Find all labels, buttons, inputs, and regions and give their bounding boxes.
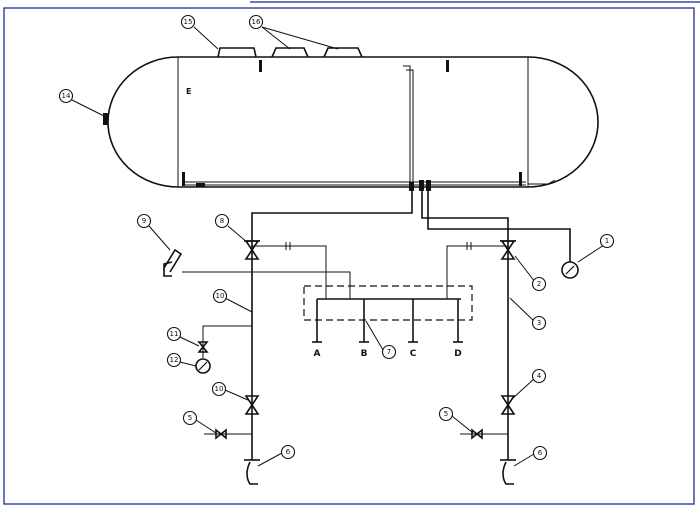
right-support [519,172,522,186]
callouts: 15 16 14 9 8 1 2 10 3 7 11 12 10 4 5 5 6… [58,14,615,461]
relief-nozzle-1 [271,47,309,58]
left-bypass [252,245,327,299]
internal-dip-pipe-2 [406,69,414,182]
outlet-flange-3 [426,180,431,191]
relief-nozzle-2 [323,47,363,58]
callout-3: 3 [531,315,547,331]
valve-11[interactable] [197,341,209,353]
port-b-label: B [361,349,368,359]
callout-5-left: 5 [182,410,198,426]
outlet-flange-1 [409,182,414,191]
diagram-border [3,7,695,505]
left-bypass-union [285,242,291,250]
svg-text:10: 10 [216,292,225,300]
svg-text:3: 3 [537,319,541,327]
callout-10-upper: 10 [212,288,228,304]
svg-text:7: 7 [387,348,391,356]
port-c-label: C [410,349,417,359]
svg-text:5: 5 [188,414,192,422]
callout-16: 16 [248,14,264,30]
piping: A B C D [163,191,571,485]
callout-6-right: 6 [532,445,548,461]
drain-valve-5-left[interactable] [215,428,227,440]
callout-8: 8 [214,213,230,229]
svg-text:4: 4 [537,372,542,380]
vessel-shell [107,56,599,188]
svg-text:10: 10 [215,385,224,393]
svg-text:5: 5 [444,410,448,418]
manifold-box [303,285,473,321]
right-bypass [446,245,508,299]
callout-5-right: 5 [438,406,454,422]
drain-stub [196,183,205,187]
callout-9: 9 [136,213,152,229]
svg-text:14: 14 [62,92,71,100]
svg-text:8: 8 [220,217,224,225]
callout-7: 7 [381,344,397,360]
port-a-label: A [314,349,321,359]
right-liquid-line [421,191,509,460]
valve-4[interactable] [500,395,516,415]
svg-text:15: 15 [184,18,193,26]
left-support [182,172,185,186]
svg-text:6: 6 [538,449,543,457]
hose-end [163,261,173,277]
return-line [182,271,351,299]
internal-dip-pipe [403,65,411,182]
gauge-12-needle [198,361,208,371]
manway-nozzle [217,47,257,58]
leader-lines [71,26,605,467]
callout-14: 14 [58,88,74,104]
side-nozzle [103,113,108,125]
callout-4: 4 [531,368,547,384]
svg-text:1: 1 [605,237,609,245]
valve-2[interactable] [500,240,516,260]
left-liquid-line [251,191,413,460]
left-coupling [246,461,258,485]
vessel-mark: E [186,87,191,96]
svg-text:12: 12 [170,356,179,364]
outlet-flange-2 [419,180,424,191]
svg-text:9: 9 [142,217,146,225]
hose [163,248,183,273]
inner-marker-2 [446,60,449,72]
callout-6-left: 6 [280,444,296,460]
svg-text:2: 2 [537,280,541,288]
svg-text:11: 11 [170,330,179,338]
valve-10-lower[interactable] [244,395,260,415]
callout-11: 11 [166,326,182,342]
drain-valve-5-right[interactable] [471,428,483,440]
right-bypass-union [466,242,472,250]
callout-15: 15 [180,14,196,30]
callout-2: 2 [531,276,547,292]
port-d-label: D [454,349,461,359]
gauge-line [427,191,571,262]
callout-10-lower: 10 [211,381,227,397]
pressure-vessel: E [103,47,599,191]
valve-8[interactable] [244,240,260,260]
gauge-1-needle [565,265,575,275]
left-gauge-branch [202,325,252,358]
callout-12: 12 [166,352,182,368]
right-coupling [502,461,514,485]
valves [197,240,516,440]
svg-text:16: 16 [252,18,261,26]
inner-marker-1 [259,60,262,72]
callout-1: 1 [599,233,615,249]
svg-text:6: 6 [286,448,291,456]
outlet-stub [528,179,556,185]
